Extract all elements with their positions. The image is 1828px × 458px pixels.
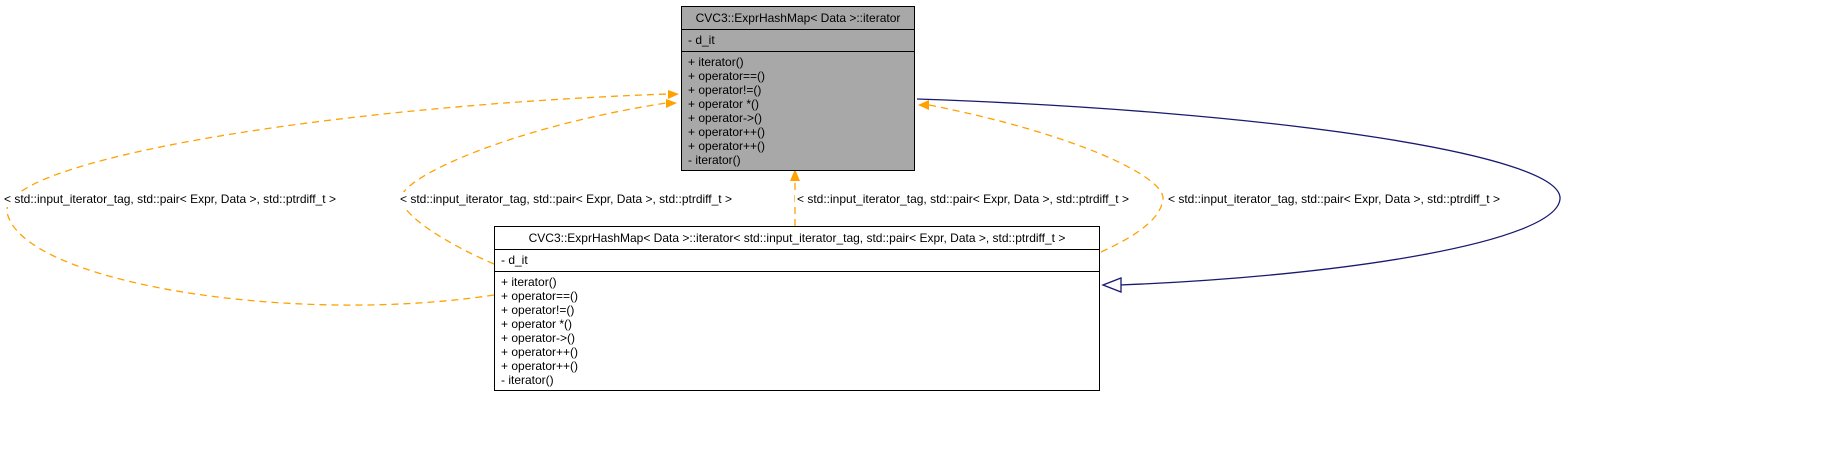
template-args-label: < std::input_iterator_tag, std::pair< Ex… xyxy=(398,192,734,207)
instance-class-box[interactable]: CVC3::ExprHashMap< Data >::iterator< std… xyxy=(494,226,1100,391)
attribute-item: - d_it xyxy=(501,253,528,267)
method-item: - iterator() xyxy=(501,373,554,387)
method-item: + operator==() xyxy=(501,289,579,303)
method-item: + iterator() xyxy=(501,275,557,289)
method-item: + operator->() xyxy=(501,331,576,345)
template-class-methods: + iterator() + operator==() + operator!=… xyxy=(682,52,914,170)
template-class-title: CVC3::ExprHashMap< Data >::iterator xyxy=(682,7,914,30)
instance-class-methods: + iterator() + operator==() + operator!=… xyxy=(495,272,1099,390)
method-item: + operator++() xyxy=(501,359,579,373)
template-args-label: < std::input_iterator_tag, std::pair< Ex… xyxy=(1166,192,1502,207)
method-item: + operator!=() xyxy=(688,83,762,97)
method-item: + iterator() xyxy=(688,55,744,69)
template-args-label: < std::input_iterator_tag, std::pair< Ex… xyxy=(2,192,338,207)
template-edge-1-arrowhead xyxy=(668,90,679,99)
instance-class-title: CVC3::ExprHashMap< Data >::iterator< std… xyxy=(495,227,1099,250)
method-item: + operator *() xyxy=(688,97,760,111)
template-edge-4-arrowhead xyxy=(918,100,929,110)
template-class-attributes: - d_it xyxy=(682,30,914,52)
method-item: + operator *() xyxy=(501,317,573,331)
template-edge-2-arrowhead xyxy=(666,99,677,108)
method-item: + operator++() xyxy=(688,139,766,153)
template-args-label: < std::input_iterator_tag, std::pair< Ex… xyxy=(795,192,1131,207)
method-item: + operator->() xyxy=(688,111,763,125)
inheritance-edge-hollow-arrowhead xyxy=(1101,277,1122,293)
method-item: + operator++() xyxy=(501,345,579,359)
method-item: + operator!=() xyxy=(501,303,575,317)
method-item: + operator==() xyxy=(688,69,766,83)
instance-class-attributes: - d_it xyxy=(495,250,1099,272)
template-class-box[interactable]: CVC3::ExprHashMap< Data >::iterator - d_… xyxy=(681,6,915,171)
method-item: + operator++() xyxy=(688,125,766,139)
attribute-item: - d_it xyxy=(688,33,715,47)
method-item: - iterator() xyxy=(688,153,741,167)
